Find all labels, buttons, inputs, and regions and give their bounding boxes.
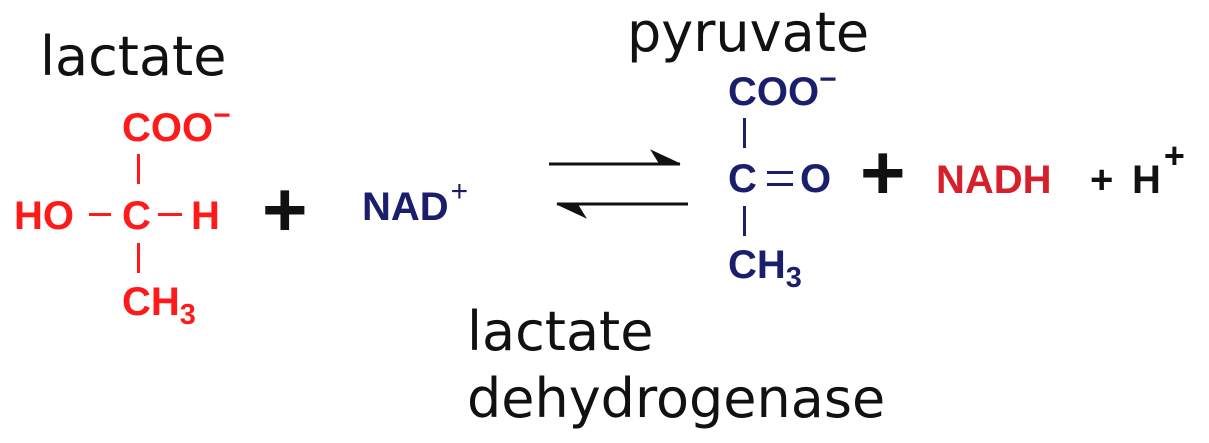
pyruvate-carbonyl-carbon: C: [728, 157, 757, 201]
nadh-product: NADH: [936, 158, 1052, 202]
lactate-bond-left: [89, 213, 111, 216]
enzyme-name-line2: dehydrogenase: [467, 367, 886, 430]
proton-product: H+: [1132, 134, 1185, 202]
lactate-bond-bottom: [137, 243, 140, 273]
reverse-arrow-head: [556, 203, 587, 219]
proton-positive-charge: +: [1163, 134, 1185, 176]
nad-cofactor: NAD+: [362, 174, 469, 229]
enzyme-name-line1: lactate: [467, 300, 654, 363]
forward-arrow-head: [650, 149, 681, 165]
lactate-carboxylate: COO−: [122, 98, 231, 150]
pyruvate-carboxylate: COO−: [728, 62, 837, 114]
pyruvate-methyl: CH3: [728, 243, 802, 295]
lactate-hydrogen: H: [191, 194, 220, 238]
plus-sign-3: +: [1090, 158, 1114, 202]
pyruvate-negative-charge: −: [819, 62, 837, 96]
pyruvate-bond-bottom: [743, 206, 746, 236]
lactate-negative-charge: −: [213, 98, 231, 132]
plus-sign-1: +: [262, 165, 308, 253]
lactate-bond-right: [158, 213, 182, 216]
plus-sign-2: +: [860, 128, 906, 216]
pyruvate-double-bond-line1: [767, 171, 793, 174]
pyruvate-double-bond-line2: [767, 183, 793, 186]
lactate-title: lactate: [40, 25, 227, 88]
pyruvate-title: pyruvate: [627, 1, 870, 64]
lactate-methyl: CH3: [122, 280, 196, 332]
pyruvate-carbonyl-oxygen: O: [800, 157, 832, 201]
lactate-bond-top: [137, 154, 140, 184]
lactate-hydroxyl: HO: [14, 194, 74, 238]
nad-positive-charge: +: [450, 174, 469, 208]
pyruvate-bond-top: [743, 118, 746, 148]
lactate-alpha-carbon: C: [122, 194, 151, 238]
